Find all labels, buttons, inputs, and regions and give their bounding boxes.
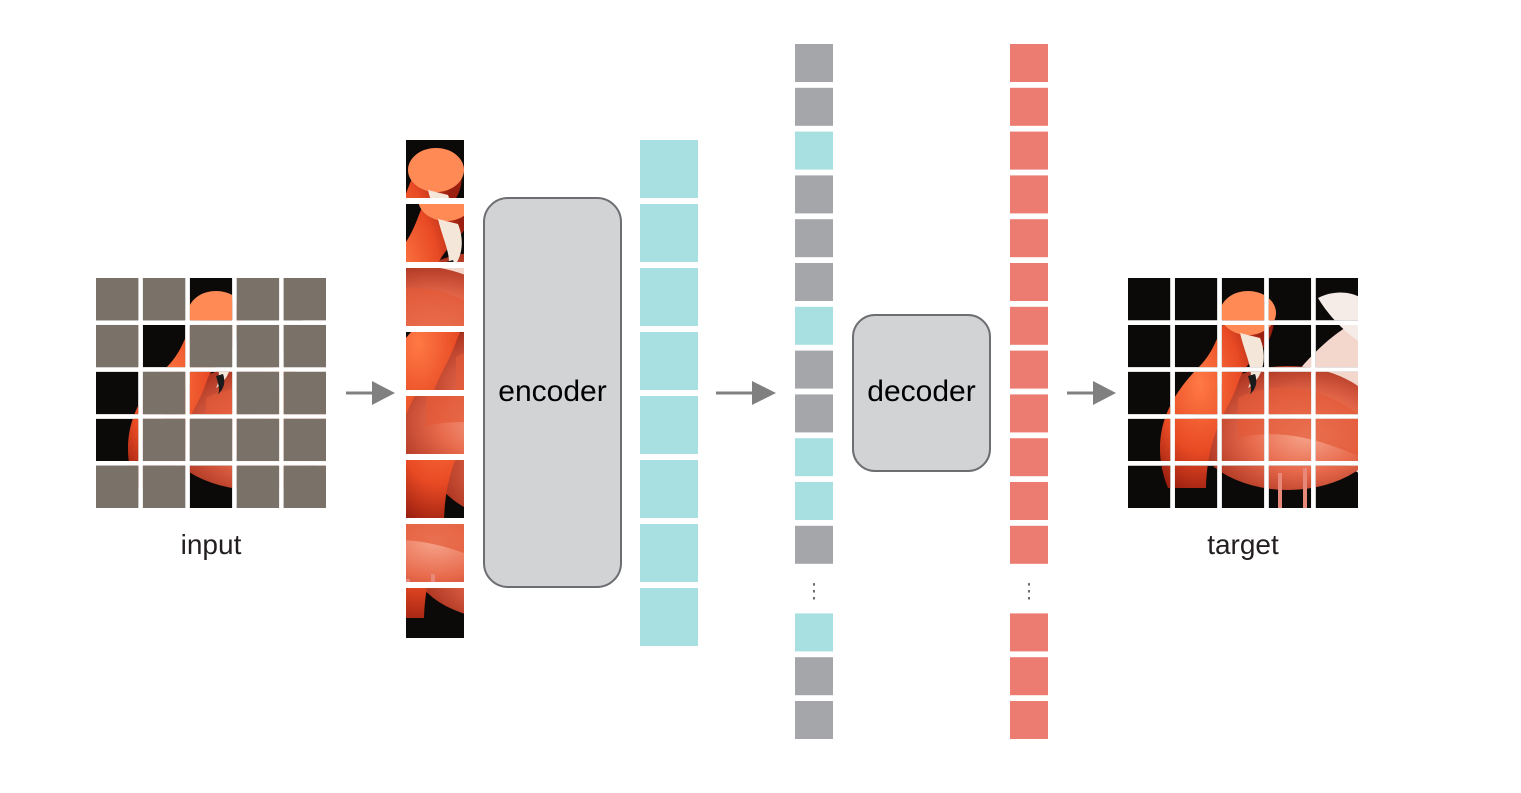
mask-token	[795, 350, 833, 389]
mask-token	[795, 44, 833, 82]
encoded-token	[640, 524, 698, 582]
reconstructed-token	[1010, 87, 1048, 126]
reconstructed-token	[1010, 131, 1048, 170]
mask-token	[795, 175, 833, 214]
input-grid	[96, 278, 326, 508]
encoder-label: encoder	[498, 375, 606, 408]
masked-patch	[283, 465, 326, 508]
mask-token	[795, 87, 833, 126]
masked-patch	[96, 278, 139, 321]
target-label: target	[1207, 529, 1279, 560]
encoder-block: encoder	[483, 197, 622, 588]
masked-patch	[142, 465, 186, 508]
arrow-3	[1067, 381, 1116, 405]
masked-patch	[142, 371, 186, 415]
mask-token	[795, 219, 833, 258]
encoded-token	[640, 204, 698, 262]
mask-token	[795, 263, 833, 301]
masked-patch	[142, 418, 186, 462]
encoded-token	[640, 396, 698, 454]
reconstructed-token	[1010, 44, 1048, 82]
arrow-1	[346, 381, 395, 405]
decoder-block: decoder	[852, 314, 991, 472]
decoder-input-tokens: ⋮	[795, 44, 833, 739]
masked-patch	[236, 418, 280, 462]
mask-token	[795, 525, 833, 564]
masked-patch	[236, 371, 280, 415]
reconstructed-token	[1010, 350, 1048, 389]
encoded-token	[640, 140, 698, 198]
reconstructed-token	[1010, 657, 1048, 696]
arrow-2	[716, 381, 776, 405]
decoder-label: decoder	[867, 375, 975, 408]
masked-patch	[96, 465, 139, 508]
encoded-token	[795, 306, 833, 345]
ellipsis: ⋮	[804, 579, 824, 603]
masked-patch	[283, 371, 326, 415]
masked-patch	[96, 324, 139, 368]
masked-patch	[189, 418, 233, 462]
encoded-token	[640, 332, 698, 390]
encoded-token	[640, 268, 698, 326]
encoded-token	[795, 482, 833, 520]
masked-patch	[236, 465, 280, 508]
mask-token	[795, 394, 833, 433]
masked-patch	[283, 418, 326, 462]
encoded-token	[640, 460, 698, 518]
encoded-token	[795, 613, 833, 652]
reconstructed-token	[1010, 613, 1048, 652]
reconstructed-token	[1010, 306, 1048, 345]
input-label: input	[181, 529, 242, 560]
mask-token	[795, 657, 833, 696]
masked-patch	[236, 324, 280, 368]
mask-token	[795, 701, 833, 739]
reconstructed-token	[1010, 263, 1048, 301]
reconstructed-token	[1010, 175, 1048, 214]
reconstructed-token	[1010, 438, 1048, 477]
encoded-token	[640, 588, 698, 646]
reconstructed-token	[1010, 701, 1048, 739]
masked-patch	[189, 324, 233, 368]
masked-patch	[142, 278, 186, 321]
reconstructed-token	[1010, 219, 1048, 258]
ellipsis: ⋮	[1019, 579, 1039, 603]
encoder-output-tokens	[640, 140, 698, 646]
masked-patch	[283, 278, 326, 321]
decoder-output-tokens: ⋮	[1010, 44, 1048, 739]
reconstructed-token	[1010, 482, 1048, 520]
encoded-token	[795, 131, 833, 170]
masked-patch	[283, 324, 326, 368]
encoded-token	[795, 438, 833, 477]
target-grid	[1128, 278, 1358, 508]
masked-patch	[236, 278, 280, 321]
reconstructed-token	[1010, 394, 1048, 433]
reconstructed-token	[1010, 525, 1048, 564]
